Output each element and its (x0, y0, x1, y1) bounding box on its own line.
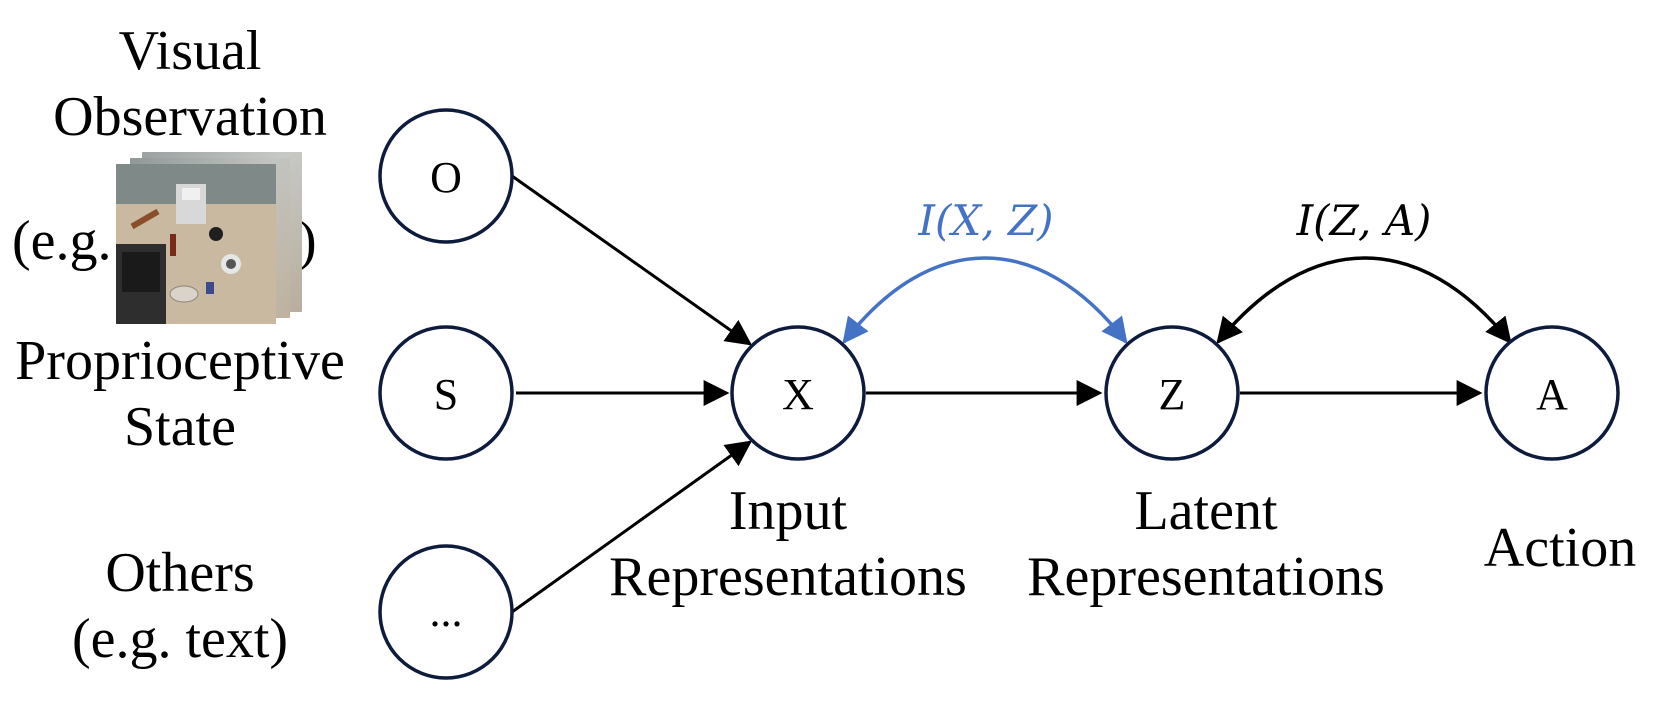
proprio-label-line2: State (124, 396, 236, 458)
mi-za-arc (1216, 256, 1512, 345)
input-label-line2: Representations (609, 546, 967, 608)
latent-label-line2: Representations (1027, 546, 1385, 608)
node-others-label: ... (430, 587, 463, 636)
observation-image-stack-icon (112, 152, 302, 324)
eg-close-paren: ) (298, 210, 317, 272)
node-o: O (378, 108, 514, 244)
mi-za-label: I(Z, A) (1296, 196, 1432, 245)
action-label: Action (1483, 517, 1637, 579)
proprioceptive-state-label: Proprioceptive State (10, 328, 350, 460)
visual-label-line2: Observation (53, 86, 327, 148)
edge-o-to-x (511, 174, 753, 346)
input-representations-label: Input Representations (578, 478, 998, 610)
others-label-line2: (e.g. text) (71, 608, 289, 670)
others-label-line1: Others (105, 542, 255, 604)
node-x-label: X (782, 370, 814, 419)
node-z: Z (1104, 325, 1240, 461)
node-o-label: O (430, 153, 462, 202)
visual-label-line1: Visual (118, 20, 262, 82)
node-others: ... (378, 544, 514, 680)
mi-xz-label: I(X, Z) (917, 196, 1053, 245)
others-label: Others (e.g. text) (10, 540, 350, 672)
eg-open-paren: (e.g. (12, 210, 112, 272)
node-z-label: Z (1159, 370, 1186, 419)
node-a-label: A (1536, 370, 1568, 419)
latent-label-line1: Latent (1134, 480, 1278, 542)
observation-frame-front (116, 164, 276, 324)
latent-representations-label: Latent Representations (996, 478, 1416, 610)
kitchen-scene-icon (116, 164, 276, 324)
edge-others-to-x (511, 440, 753, 614)
node-a: A (1484, 325, 1620, 461)
proprio-label-line1: Proprioceptive (15, 330, 345, 392)
input-label-line1: Input (728, 480, 848, 542)
node-s-label: S (434, 370, 458, 419)
visual-observation-label: Visual Observation (20, 18, 360, 150)
node-x: X (730, 325, 866, 461)
node-s: S (378, 325, 514, 461)
mi-xz-arc (842, 256, 1128, 345)
